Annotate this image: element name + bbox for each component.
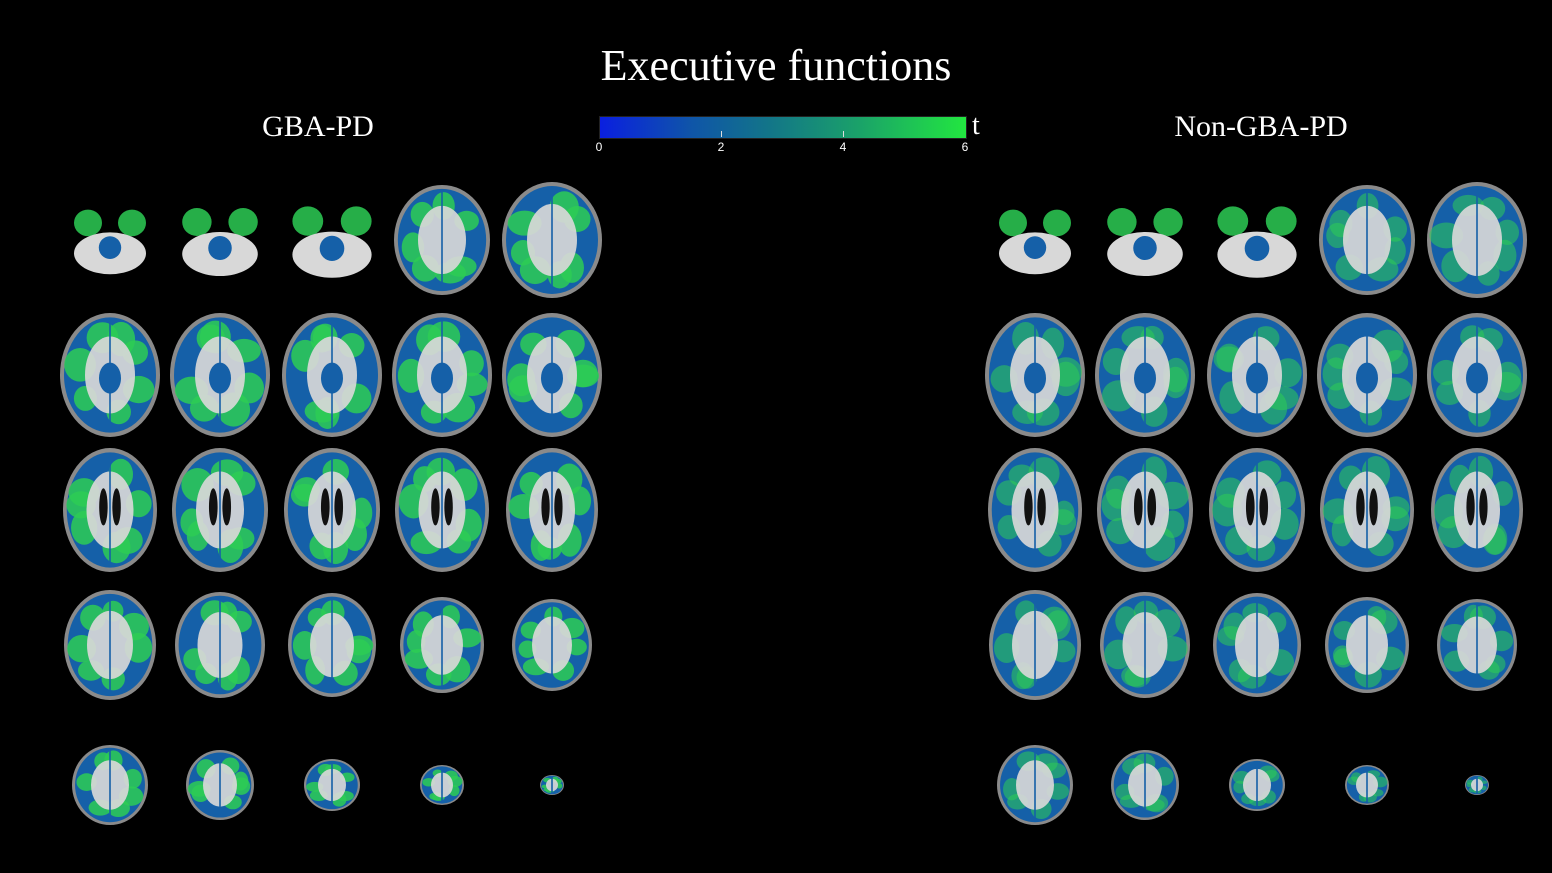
brain-slice	[502, 313, 602, 437]
brain-slice	[186, 750, 254, 820]
slice-panel-gba-pd	[50, 170, 610, 840]
colorbar-tick-mark	[721, 131, 722, 137]
brain-slice	[540, 775, 564, 795]
brain-slice	[1317, 313, 1417, 437]
colorbar-tick-label: 2	[717, 140, 725, 154]
colorbar-tick-label: 6	[961, 140, 969, 154]
brain-slices-non-gba-pd	[985, 182, 1527, 825]
brain-slice	[988, 448, 1082, 572]
brain-slices-gba-pd	[60, 182, 602, 825]
brain-slice	[1217, 206, 1297, 278]
colorbar	[599, 116, 967, 139]
brain-slice	[304, 759, 360, 811]
brain-slice	[1213, 593, 1301, 697]
brain-slice	[284, 448, 380, 572]
brain-slice	[1427, 313, 1527, 437]
brain-slice	[175, 592, 265, 698]
group-label-gba-pd: GBA-PD	[262, 110, 374, 143]
brain-slice	[997, 745, 1073, 825]
brain-slice	[1325, 597, 1409, 693]
slice-panel-non-gba-pd	[975, 170, 1535, 840]
brain-slice	[1437, 599, 1517, 691]
brain-slice	[292, 206, 372, 278]
brain-slice	[506, 448, 598, 572]
brain-slice	[1097, 448, 1193, 572]
brain-slice	[1209, 448, 1305, 572]
brain-slice	[282, 313, 382, 437]
brain-slice	[512, 599, 592, 691]
brain-slice	[170, 313, 270, 437]
brain-slice	[999, 209, 1071, 275]
brain-slice	[63, 448, 157, 572]
group-label-non-gba-pd: Non-GBA-PD	[1174, 110, 1348, 143]
figure-title: Executive functions	[600, 41, 952, 90]
brain-slice	[985, 313, 1085, 437]
colorbar-tick-label: 0	[595, 140, 603, 154]
brain-slice	[1229, 759, 1285, 811]
brain-slice	[288, 593, 376, 697]
colorbar-tick-label: 4	[839, 140, 847, 154]
brain-slice	[74, 209, 146, 275]
brain-slice	[1107, 208, 1183, 276]
brain-slice	[394, 185, 490, 295]
colorbar-tick-mark	[843, 131, 844, 137]
brain-slice	[420, 765, 464, 805]
brain-slice	[1095, 313, 1195, 437]
brain-slice	[1427, 182, 1527, 298]
brain-slice	[1465, 775, 1489, 795]
brain-slice	[72, 745, 148, 825]
brain-slice	[182, 208, 258, 276]
brain-slice	[1345, 765, 1389, 805]
brain-slice	[400, 597, 484, 693]
brain-slice	[1100, 592, 1190, 698]
brain-slice	[502, 182, 602, 298]
brain-slice	[989, 590, 1081, 700]
brain-slice	[1320, 448, 1414, 572]
brain-slice	[1319, 185, 1415, 295]
brain-slice	[395, 448, 489, 572]
brain-slice	[1431, 448, 1523, 572]
brain-slice	[1111, 750, 1179, 820]
brain-slice	[392, 313, 492, 437]
brain-slice	[1207, 313, 1307, 437]
brain-slice	[60, 313, 160, 437]
brain-slice	[172, 448, 268, 572]
brain-slice	[64, 590, 156, 700]
colorbar-unit-label: t	[972, 110, 980, 141]
